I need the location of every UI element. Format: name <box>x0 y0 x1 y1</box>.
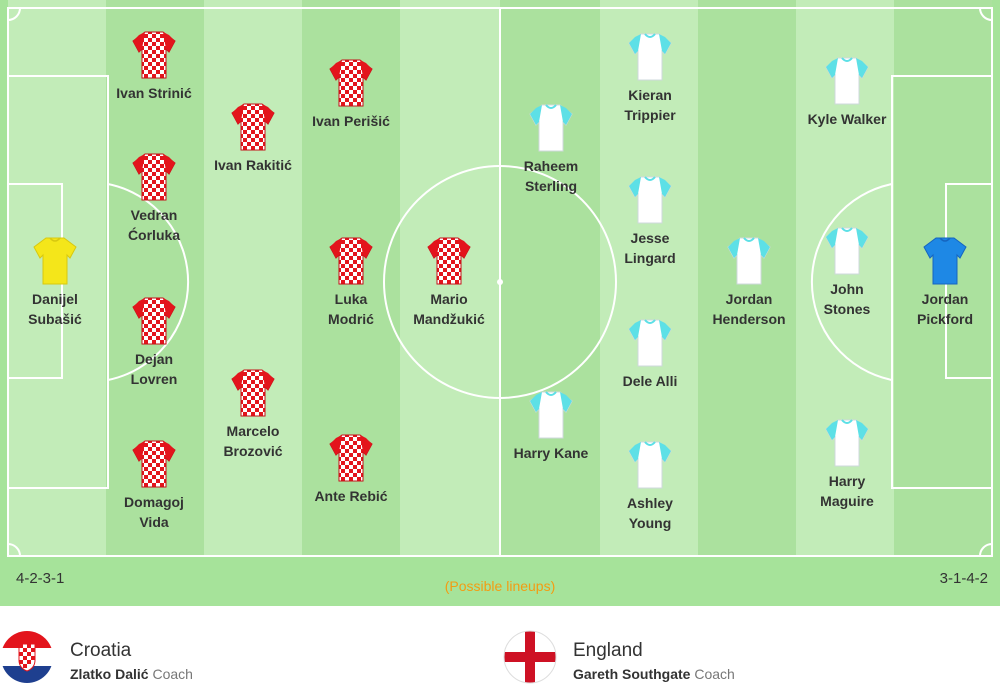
checkered-jersey-icon <box>427 237 471 285</box>
home-coach-name: Zlatko Dalić <box>70 666 149 682</box>
white-jersey-icon <box>825 227 869 275</box>
pitch-stripe <box>500 0 600 556</box>
away-team-name: England <box>573 640 643 661</box>
away-player[interactable]: Kyle Walker <box>792 56 902 129</box>
pitch-markings <box>7 7 993 557</box>
player-name: Dele Alli <box>622 373 678 389</box>
england-flag-icon <box>503 630 557 684</box>
possible-lineups-note: (Possible lineups) <box>444 578 556 594</box>
home-team-name: Croatia <box>70 640 132 661</box>
pitch-stripe <box>204 0 302 556</box>
player-name: Ante Rebić <box>314 488 388 504</box>
home-player[interactable]: Ante Rebić <box>296 433 406 506</box>
home-team-info[interactable]: Croatia Zlatko Dalić Coach <box>0 630 300 690</box>
player-name: Ivan Perišić <box>312 113 390 129</box>
player-name: Ivan Rakitić <box>214 157 292 173</box>
goalkeeper-jersey-icon <box>923 237 967 285</box>
checkered-jersey-icon <box>132 440 176 488</box>
white-jersey-icon <box>628 176 672 224</box>
away-coach-role: Coach <box>694 666 735 682</box>
away-player[interactable]: Dele Alli <box>595 318 705 391</box>
white-jersey-icon <box>529 104 573 152</box>
white-jersey-icon <box>529 391 573 439</box>
white-jersey-icon <box>628 441 672 489</box>
away-team-info[interactable]: England Gareth Southgate Coach <box>503 630 803 690</box>
player-name: Harry Kane <box>513 445 589 461</box>
player-name: Kyle Walker <box>807 111 887 127</box>
white-jersey-icon <box>825 419 869 467</box>
checkered-jersey-icon <box>329 434 373 482</box>
white-jersey-icon <box>628 33 672 81</box>
pitch-bottom-band <box>0 556 1000 606</box>
checkered-jersey-icon <box>231 369 275 417</box>
home-player[interactable]: Ivan Rakitić <box>198 102 308 175</box>
checkered-jersey-icon <box>132 297 176 345</box>
checkered-jersey-icon <box>132 31 176 79</box>
croatia-flag-icon <box>1 631 53 683</box>
player-name: Ivan Strinić <box>116 85 192 101</box>
away-coach: Gareth Southgate Coach <box>573 666 735 682</box>
home-formation: 4-2-3-1 <box>16 570 65 587</box>
home-coach: Zlatko Dalić Coach <box>70 666 193 682</box>
team-info-footer: Croatia Zlatko Dalić Coach England Garet… <box>0 606 1000 694</box>
checkered-jersey-icon <box>329 237 373 285</box>
white-jersey-icon <box>628 319 672 367</box>
checkered-jersey-icon <box>132 153 176 201</box>
away-formation: 3-1-4-2 <box>939 570 988 587</box>
white-jersey-icon <box>727 237 771 285</box>
home-player[interactable]: Ivan Strinić <box>99 30 209 103</box>
checkered-jersey-icon <box>231 103 275 151</box>
away-player[interactable]: Harry Kane <box>496 390 606 463</box>
goalkeeper-jersey-icon <box>33 237 77 285</box>
home-player[interactable]: Ivan Perišić <box>296 58 406 131</box>
home-coach-role: Coach <box>152 666 193 682</box>
white-jersey-icon <box>825 57 869 105</box>
checkered-jersey-icon <box>329 59 373 107</box>
away-coach-name: Gareth Southgate <box>573 666 691 682</box>
